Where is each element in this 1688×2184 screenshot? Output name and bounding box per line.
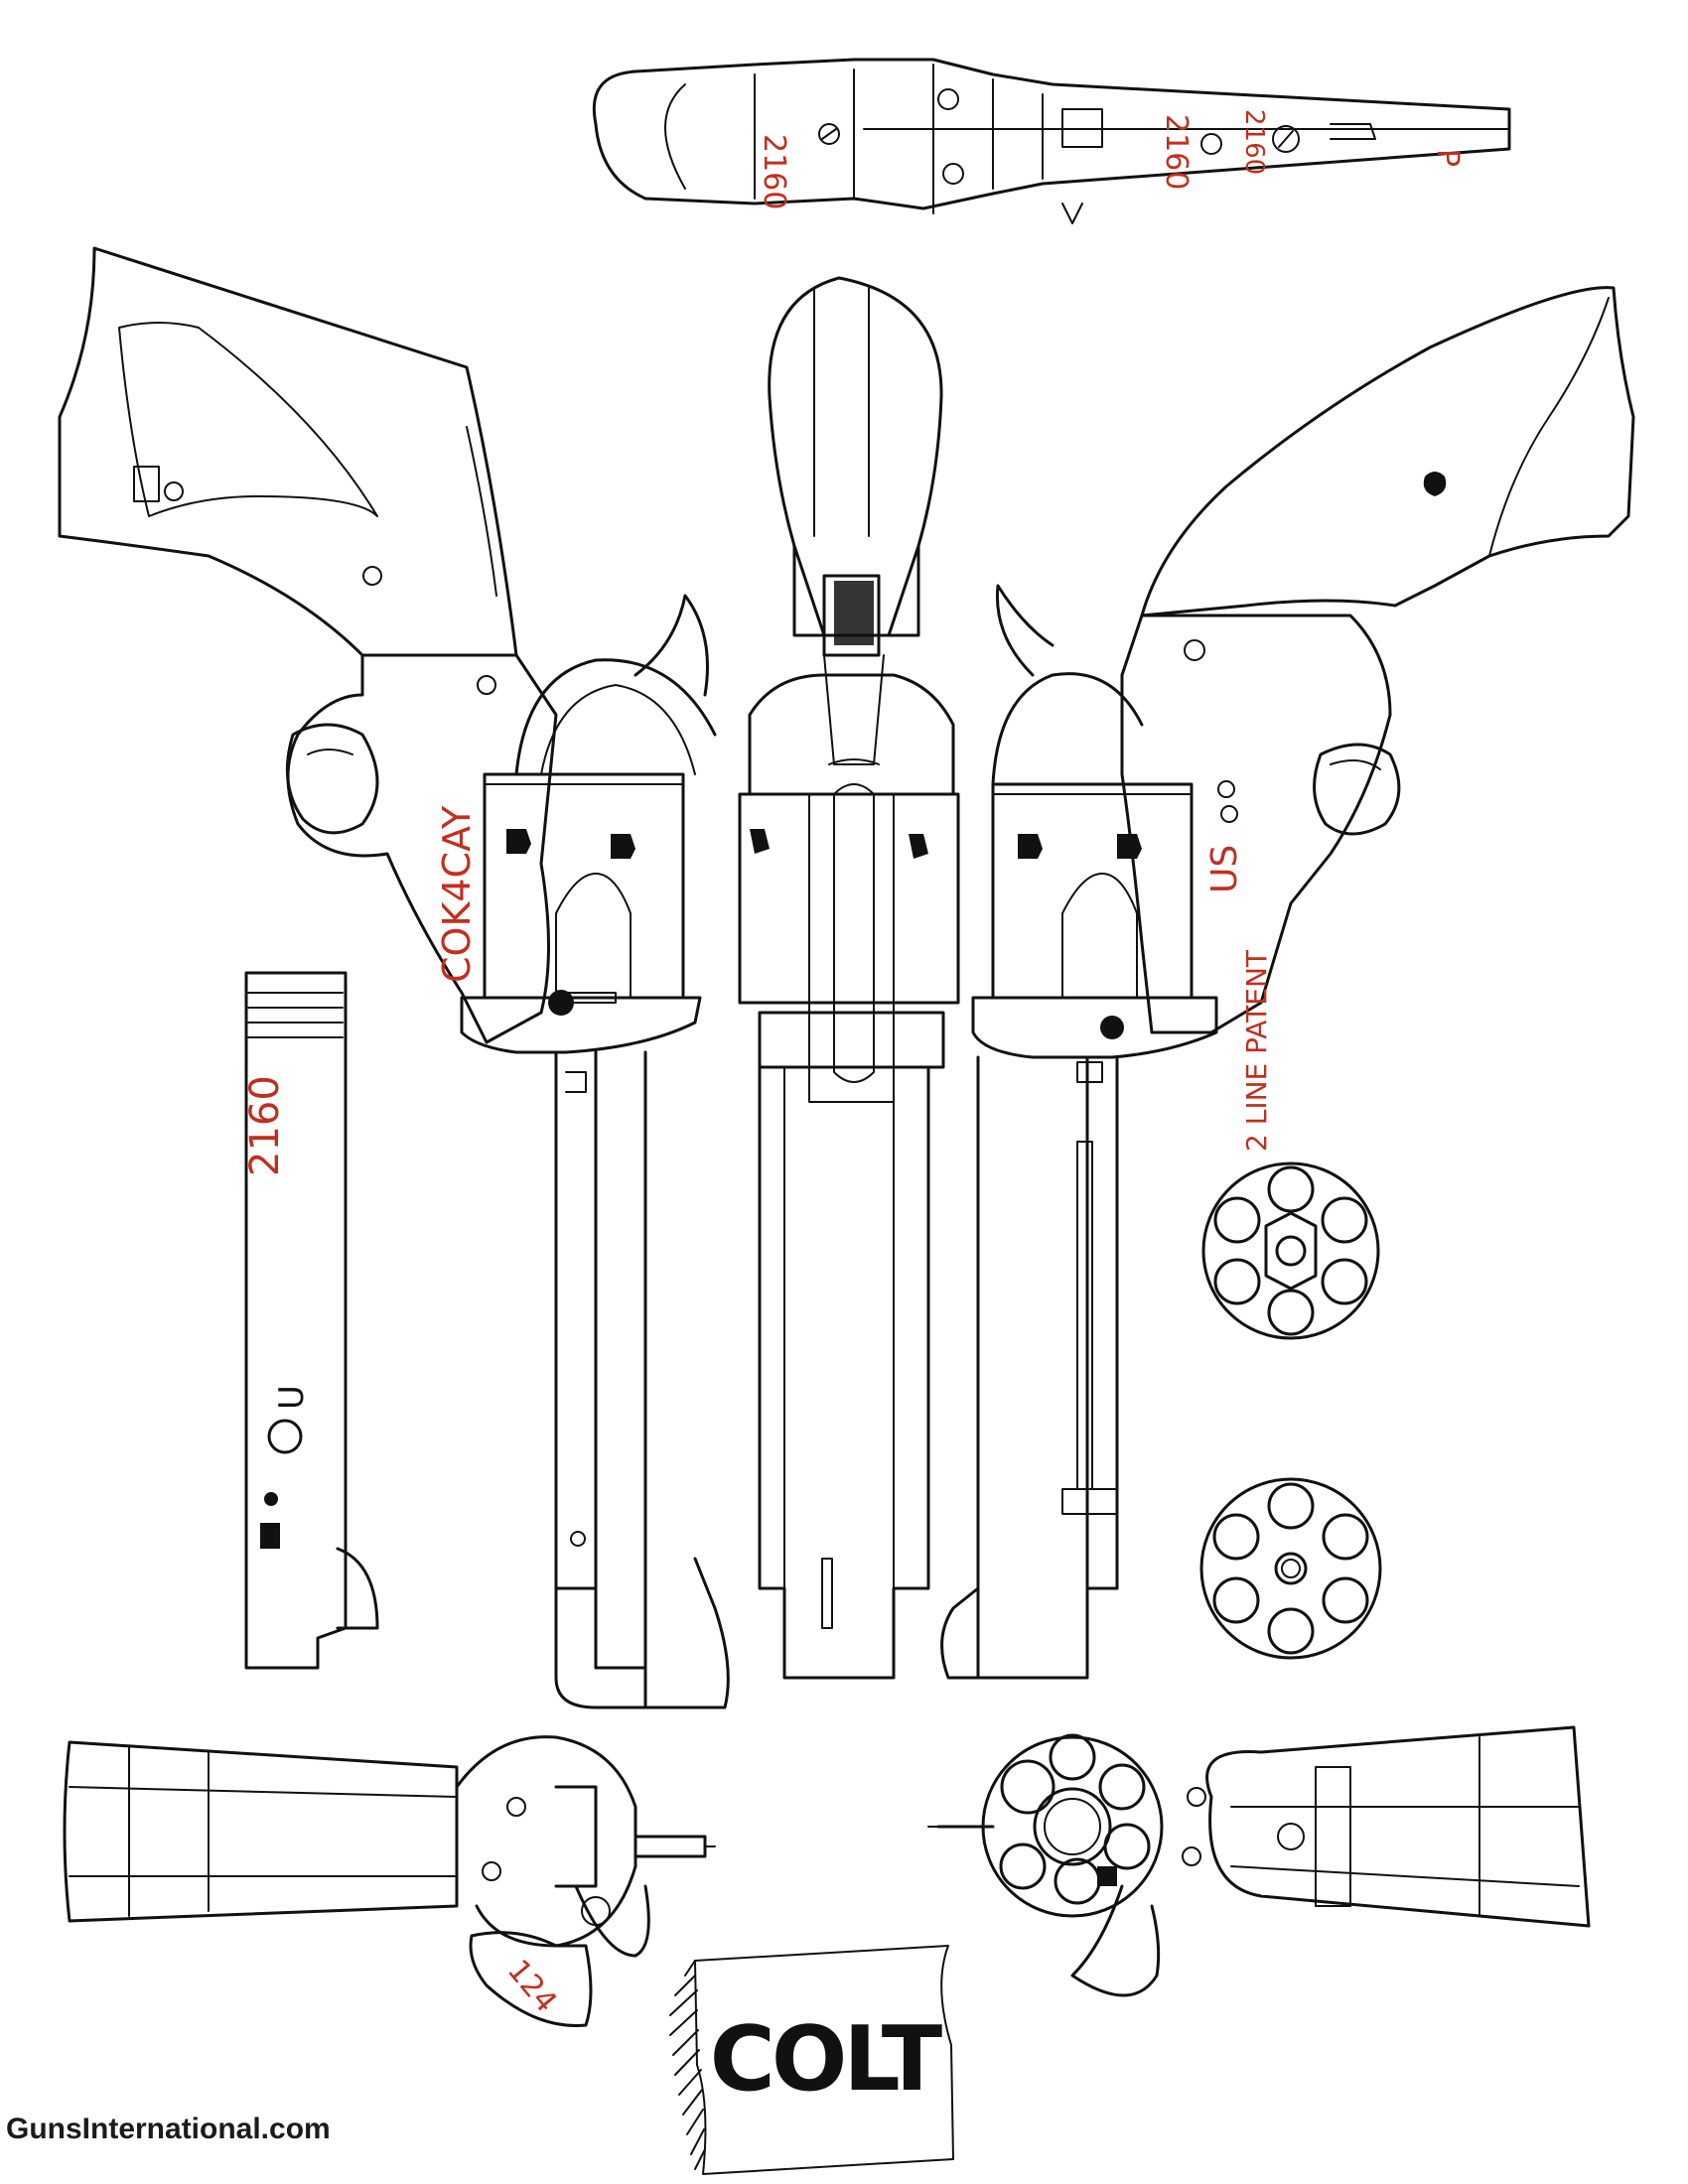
patent-note: 2 LINE PATENT <box>1240 949 1273 1152</box>
right-side-revolver <box>940 286 1635 1680</box>
colt-logo-text: COLT <box>710 2007 942 2112</box>
ejector-serial: 2160 <box>242 1075 288 1176</box>
ejector-u-mark: U <box>272 1385 312 1410</box>
grip-bottom-number: 124 <box>500 1954 564 2019</box>
top-grip-serial: 2160 <box>757 134 791 209</box>
cylinder-front-view <box>1199 1477 1382 1660</box>
colt-logo-badge: COLT <box>669 1945 954 2175</box>
watermark-text: GunsInternational.com <box>6 2113 331 2145</box>
frame-left-stamp: COK4CAY <box>435 805 479 983</box>
left-side-revolver <box>58 246 730 1709</box>
top-frame-serial: 2160 <box>1159 114 1194 190</box>
bottom-left-revolver <box>63 1735 716 2027</box>
frame-right-stamp: US <box>1204 845 1245 893</box>
ejector-housing-part <box>244 971 379 1670</box>
center-front-revolver <box>738 276 960 1680</box>
top-p-mark: P <box>1430 149 1465 167</box>
top-cylinder-serial: 2160 <box>1239 109 1269 175</box>
bottom-right-revolver <box>927 1725 1591 1997</box>
cylinder-rear-view <box>1201 1161 1380 1340</box>
top-view-revolver <box>592 58 1511 224</box>
